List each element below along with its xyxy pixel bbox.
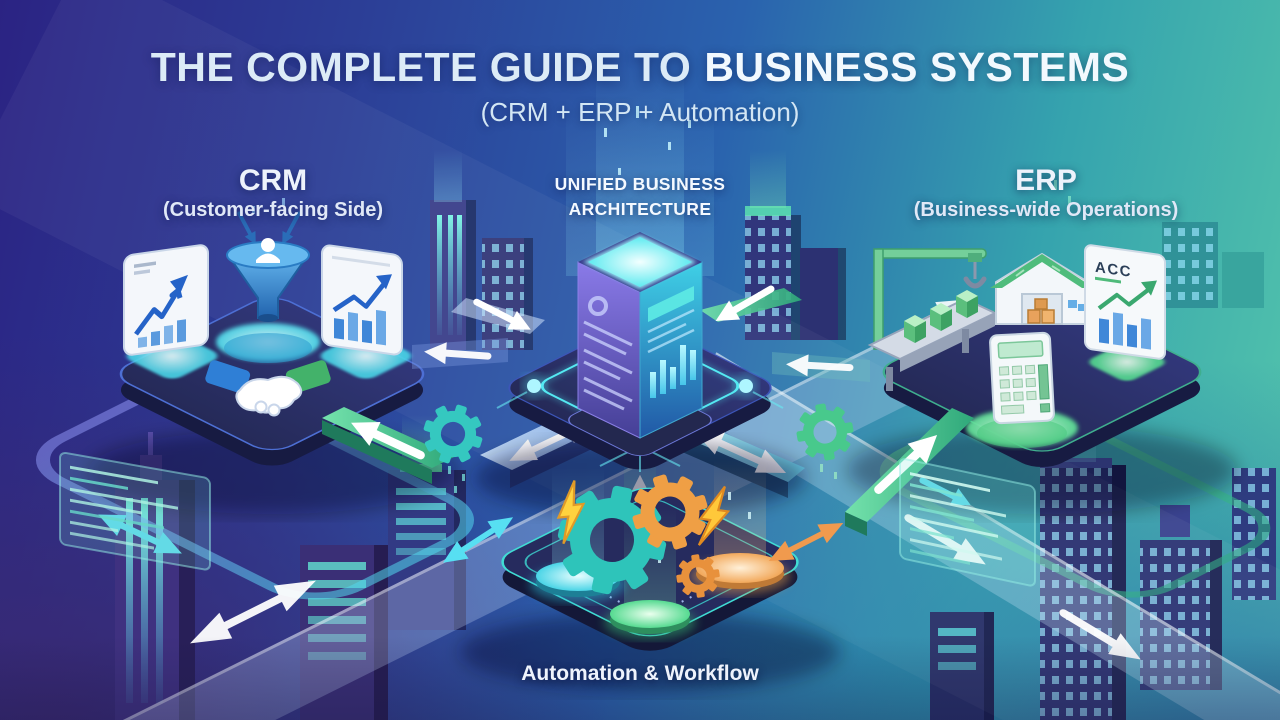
crm-section-label: CRM (Customer-facing Side) bbox=[108, 164, 438, 222]
tower-screen bbox=[648, 286, 694, 322]
rising-particles bbox=[604, 106, 691, 190]
unified-tower bbox=[577, 232, 703, 439]
floating-accents bbox=[59, 198, 1036, 587]
unified-title-line1: UNIFIED BUSINESS bbox=[554, 174, 726, 194]
tower-bar-chart bbox=[650, 345, 696, 398]
crane-conveyor-icon bbox=[867, 248, 998, 391]
warehouse-icon bbox=[990, 252, 1094, 325]
title-prefix: THE COMPLETE GUIDE TO bbox=[150, 44, 692, 90]
bar-chart-screen-icon bbox=[320, 244, 412, 379]
growth-chart-screen-icon bbox=[123, 244, 218, 379]
rising-particles bbox=[252, 198, 285, 214]
code-panel bbox=[59, 451, 211, 571]
building bbox=[800, 248, 846, 340]
automation-section-label: Automation & Workflow bbox=[521, 662, 759, 685]
bridge-side bbox=[845, 512, 867, 536]
glow-pad-green bbox=[604, 600, 696, 639]
building bbox=[1162, 222, 1264, 308]
erp-subtitle: (Business-wide Operations) bbox=[913, 199, 1179, 221]
sales-funnel-icon bbox=[216, 208, 320, 363]
crm-subtitle: (Customer-facing Side) bbox=[162, 199, 384, 221]
code-panel bbox=[899, 458, 1036, 587]
building bbox=[482, 238, 533, 350]
erp-section-label: ERP (Business-wide Operations) bbox=[876, 164, 1216, 222]
dashboard-lines bbox=[647, 308, 695, 354]
accounting-report-icon: ACC bbox=[1084, 244, 1166, 381]
handshake-icon bbox=[205, 360, 331, 417]
title-highlight: BUSINESS SYSTEMS bbox=[704, 44, 1130, 90]
dashboard-lines bbox=[583, 296, 633, 411]
unified-title-line2: ARCHITECTURE bbox=[568, 199, 712, 219]
page-title: THE COMPLETE GUIDE TO BUSINESS SYSTEMS bbox=[0, 44, 1280, 91]
building bbox=[430, 150, 476, 350]
crm-title: CRM bbox=[238, 164, 308, 197]
calculator-icon bbox=[966, 331, 1078, 448]
bridge-side bbox=[322, 420, 432, 484]
building bbox=[745, 150, 801, 340]
bottom-haze bbox=[0, 636, 1280, 720]
page-subtitle: (CRM + ERP + Automation) bbox=[480, 97, 800, 127]
acc-document-label: ACC bbox=[1095, 259, 1132, 281]
unified-section-label: UNIFIED BUSINESS ARCHITECTURE bbox=[470, 172, 810, 222]
unified-platform bbox=[475, 60, 805, 516]
erp-title: ERP bbox=[1015, 164, 1077, 197]
